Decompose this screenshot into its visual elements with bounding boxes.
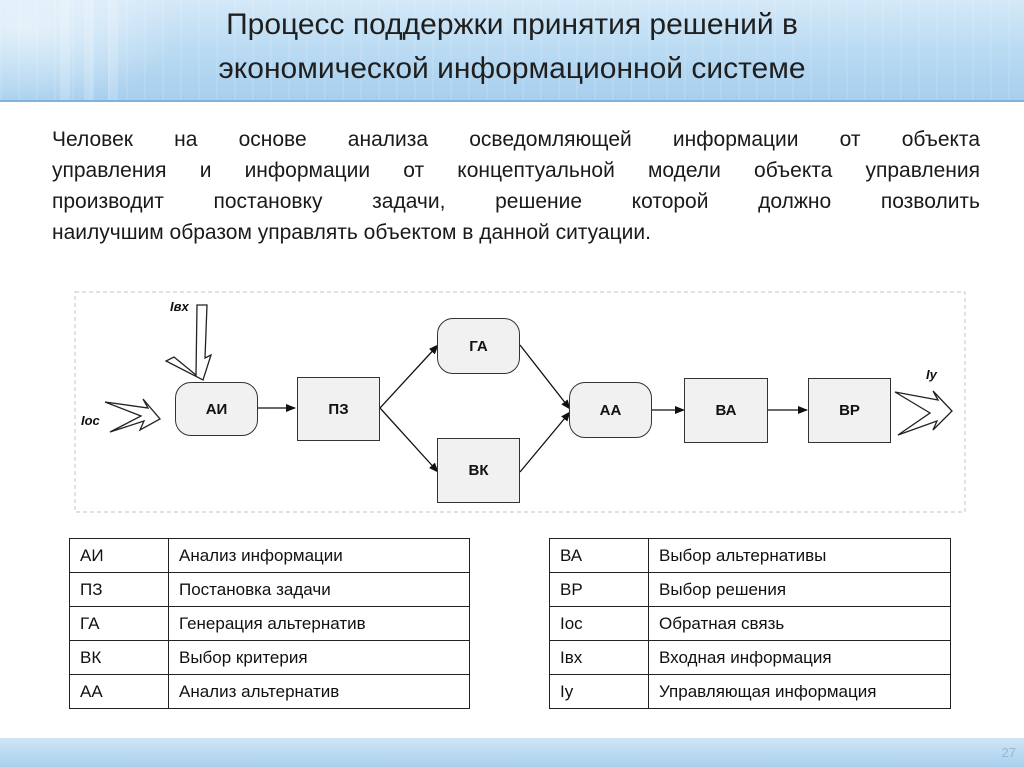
table-row: АА Анализ альтернатив [69, 674, 470, 709]
paragraph-line-3: производит постановку задачи, решение ко… [52, 190, 980, 213]
legend-description: Выбор альтернативы [648, 538, 951, 573]
header-divider [0, 100, 1024, 102]
legend-code: ГА [69, 606, 169, 641]
legend-description: Генерация альтернатив [168, 606, 470, 641]
slide-number: 27 [1001, 745, 1016, 760]
header-stripe [108, 0, 118, 100]
legend-code: ВК [69, 640, 169, 675]
legend-code: ВР [549, 572, 649, 607]
label-ioc: Iос [81, 413, 100, 428]
legend-description: Входная информация [648, 640, 951, 675]
footer-band [0, 738, 1024, 767]
paragraph-line-2: управления и информации от концептуально… [52, 159, 980, 182]
header-glow [0, 0, 180, 100]
input-ivx-arrow [164, 304, 213, 381]
legend-description: Выбор решения [648, 572, 951, 607]
table-row: Iу Управляющая информация [549, 674, 951, 709]
table-row: ВА Выбор альтернативы [549, 538, 951, 573]
header-stripe [60, 0, 70, 100]
node-vk: ВК [437, 438, 520, 503]
table-row: ВР Выбор решения [549, 572, 951, 607]
table-row: ПЗ Постановка задачи [69, 572, 470, 607]
legend-description: Обратная связь [648, 606, 951, 641]
legend-description: Анализ информации [168, 538, 470, 573]
legend-table-right: ВА Выбор альтернативы ВР Выбор решения I… [549, 538, 951, 709]
node-aa: АА [569, 382, 652, 438]
legend-code: Iу [549, 674, 649, 709]
slide-title-line-2: экономической информационной системе [218, 52, 806, 85]
legend-table-left: АИ Анализ информации ПЗ Постановка задач… [69, 538, 470, 709]
node-ai: АИ [175, 382, 258, 436]
header-stripe [84, 0, 94, 100]
edge-vk-aa [519, 411, 571, 473]
input-ioc-arrow [104, 398, 162, 433]
label-iy: Iу [926, 367, 937, 382]
node-ga: ГА [437, 318, 520, 374]
table-row: ВК Выбор критерия [69, 640, 470, 675]
legend-description: Управляющая информация [648, 674, 951, 709]
legend-code: АА [69, 674, 169, 709]
node-vr: ВР [808, 378, 891, 443]
legend-code: Iос [549, 606, 649, 641]
table-row: ГА Генерация альтернатив [69, 606, 470, 641]
legend-description: Выбор критерия [168, 640, 470, 675]
diagram-connectors [74, 291, 966, 513]
diagram-frame [74, 291, 966, 513]
legend-code: АИ [69, 538, 169, 573]
edge-pz-vk [379, 407, 439, 473]
paragraph-line-1: Человек на основе анализа осведомляющей … [52, 128, 980, 151]
label-ivx: Iвх [170, 299, 189, 314]
legend-description: Постановка задачи [168, 572, 470, 607]
table-row: Iос Обратная связь [549, 606, 951, 641]
legend-code: ПЗ [69, 572, 169, 607]
output-iy-arrow [894, 390, 953, 436]
table-row: АИ Анализ информации [69, 538, 470, 573]
edge-pz-ga [379, 344, 439, 409]
legend-code: ВА [549, 538, 649, 573]
header-band: Процесс поддержки принятия решений в эко… [0, 0, 1024, 100]
node-pz: ПЗ [297, 377, 380, 441]
legend-description: Анализ альтернатив [168, 674, 470, 709]
legend-code: Iвх [549, 640, 649, 675]
node-va: ВА [684, 378, 768, 443]
paragraph-line-4: наилучшим образом управлять объектом в д… [52, 221, 651, 244]
table-row: Iвх Входная информация [549, 640, 951, 675]
process-diagram: Iвх Iос Iу АИ ПЗ ГА ВК АА ВА ВР [0, 285, 1024, 525]
edge-ga-aa [519, 344, 571, 410]
slide-title-line-1: Процесс поддержки принятия решений в [226, 8, 798, 41]
